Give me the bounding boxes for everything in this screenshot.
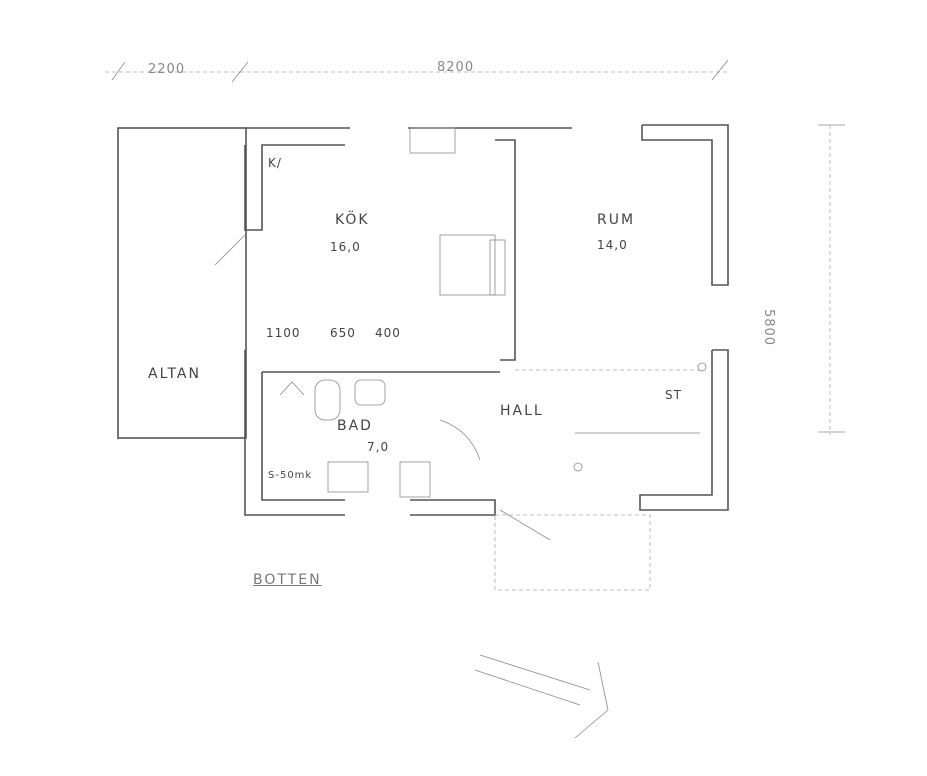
- room-name-bad: BAD: [337, 418, 373, 434]
- north-arrow: [474, 654, 609, 739]
- dimension-bath-3: 400: [375, 326, 401, 340]
- room-name-hall: HALL: [500, 403, 544, 419]
- room-area-kitchen: 16,0: [330, 240, 361, 254]
- dimension-top-left: 2200: [148, 62, 186, 77]
- room-area-bad: 7,0: [367, 440, 390, 454]
- room-name-altan: ALTAN: [148, 366, 201, 382]
- room-area-rum: 14,0: [597, 238, 628, 252]
- kitchen-corner-label: K/: [268, 156, 282, 170]
- walls: [117, 124, 729, 516]
- dimension-lines: [105, 59, 845, 440]
- dimension-right: 5800: [761, 308, 777, 347]
- dimension-bath-1: 1100: [266, 326, 301, 340]
- room-name-rum: RUM: [597, 212, 636, 228]
- fixtures: [214, 127, 707, 591]
- dimension-bath-2: 650: [330, 326, 356, 340]
- dimension-top-right: 8200: [437, 60, 475, 75]
- room-name-kitchen: KÖK: [335, 212, 370, 228]
- bath-annotation: S-50mk: [268, 470, 313, 481]
- plan-title: BOTTEN: [253, 572, 322, 588]
- storage-label: ST: [665, 388, 682, 402]
